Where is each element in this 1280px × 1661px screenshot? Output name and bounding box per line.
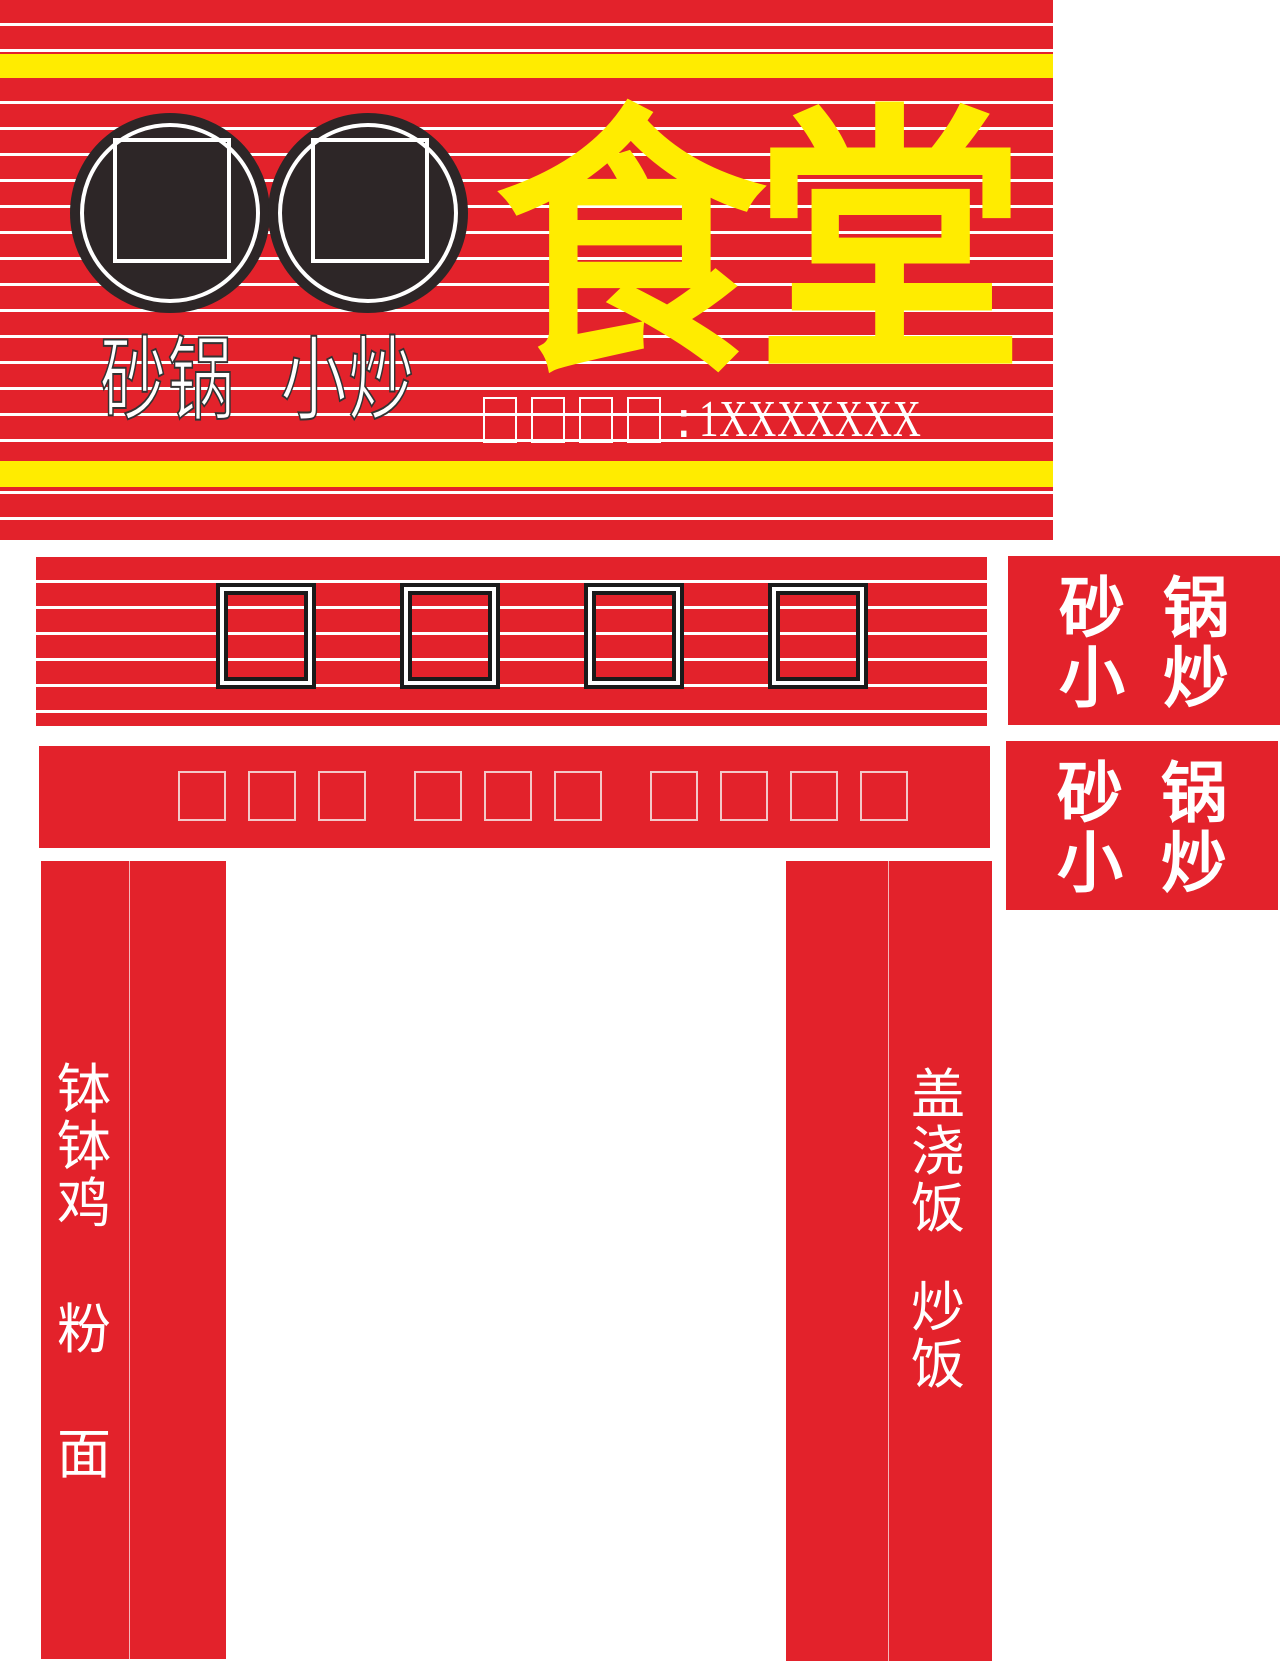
title-char-2: 堂 (755, 80, 1025, 412)
right-pillar-text-2: 炒 饭 (908, 1276, 968, 1397)
side-panel-row-1: 砂 锅 (1006, 761, 1278, 827)
pillar-char: 饭 (911, 1333, 965, 1397)
pillar-char: 盖 (911, 1063, 965, 1126)
pillar-char: 鸡 (57, 1172, 111, 1236)
pillar-char: 饭 (911, 1177, 965, 1241)
pot-icon (70, 113, 270, 313)
side-panel-row-1: 砂 锅 (1008, 576, 1280, 642)
side-panel-char: 砂 (1059, 570, 1125, 647)
glyph-box-2 (400, 583, 500, 689)
side-panel-row-2: 小 炒 (1006, 831, 1278, 897)
striped-banner-1 (36, 557, 987, 726)
glyph-outline (860, 771, 908, 821)
canteen-title: 食堂 (495, 104, 1025, 389)
pot-ring (80, 123, 260, 303)
side-panel-row-2: 小 炒 (1008, 646, 1280, 712)
left-pillar-text-3: 面 (54, 1426, 114, 1483)
left-pillar: 钵 钵 鸡 粉 面 (41, 861, 226, 1659)
glyph-outline (318, 771, 366, 821)
side-panel-char: 锅 (1161, 755, 1227, 832)
glyph-outline (720, 771, 768, 821)
phone-number: 1XXXXXXX (698, 391, 922, 448)
side-panel-char: 炒 (1161, 825, 1227, 902)
pot-ring (278, 123, 458, 303)
phone-label-glyph (483, 397, 517, 443)
glyph-box-1 (216, 583, 316, 689)
side-panel-2: 砂 锅 小 炒 (1006, 741, 1278, 910)
glyph-outline (178, 771, 226, 821)
phone-line: : 1XXXXXXX (483, 390, 995, 450)
pillar-char: 面 (57, 1423, 111, 1486)
glyph-box-4 (768, 583, 868, 689)
solid-banner-2 (39, 746, 990, 848)
pot-icon (268, 113, 468, 313)
left-pillar-text-1: 钵 钵 鸡 (54, 1061, 114, 1233)
pillar-char: 浇 (911, 1120, 965, 1184)
right-pillar-text-1: 盖 浇 饭 (908, 1066, 968, 1238)
glyph-outline (790, 771, 838, 821)
pillar-char: 粉 (57, 1298, 111, 1361)
pillar-divider (888, 861, 889, 1661)
left-pillar-text-2: 粉 (54, 1301, 114, 1358)
subtitle-word-sandpot: 砂锅 (99, 327, 236, 434)
glyph-outline (484, 771, 532, 821)
pot-glyph-box (311, 138, 429, 263)
side-panel-char: 锅 (1163, 570, 1229, 647)
side-panel-1: 砂 锅 小 炒 (1008, 556, 1280, 725)
phone-label-glyph (627, 397, 661, 443)
glyph-outline (650, 771, 698, 821)
pot-glyph-box (113, 138, 231, 263)
yellow-stripe-bottom (0, 461, 1053, 487)
glyph-outline (414, 771, 462, 821)
pillar-divider (129, 861, 130, 1659)
pillar-char: 钵 (57, 1058, 111, 1121)
main-signboard: 砂锅 小炒 食堂 : 1XXXXXXX (0, 0, 1053, 540)
subtitle-text: 砂锅 小炒 (99, 334, 416, 428)
glyph-box-3 (584, 583, 684, 689)
right-pillar: 盖 浇 饭 炒 饭 (786, 861, 992, 1661)
side-panel-char: 小 (1059, 640, 1125, 717)
pillar-char: 钵 (57, 1115, 111, 1179)
side-panel-char: 小 (1057, 825, 1123, 902)
side-panel-char: 砂 (1057, 755, 1123, 832)
pillar-char: 炒 (911, 1276, 965, 1339)
phone-label-glyph (579, 397, 613, 443)
side-panel-char: 炒 (1163, 640, 1229, 717)
title-char-1: 食 (495, 80, 765, 412)
glyph-outline (554, 771, 602, 821)
glyph-outline (248, 771, 296, 821)
phone-separator: : (675, 390, 693, 450)
subtitle-word-stirfry: 小炒 (280, 327, 416, 434)
phone-label-glyph (531, 397, 565, 443)
yellow-stripe-top (0, 54, 1053, 78)
